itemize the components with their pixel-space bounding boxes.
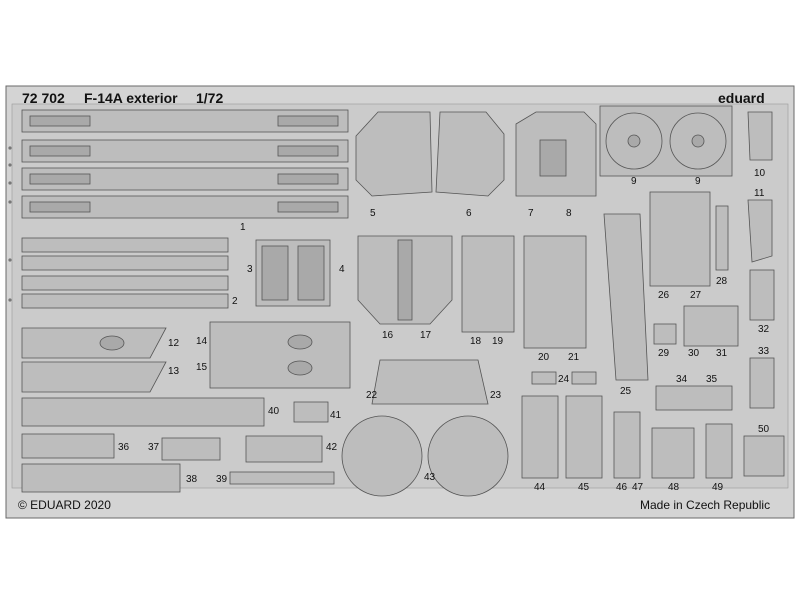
part-32-33: [749, 269, 775, 409]
part-number: 21: [568, 352, 580, 363]
part-40-strip: [21, 397, 265, 427]
part-12-13: [21, 327, 167, 393]
part-number: 34: [676, 374, 688, 385]
part-43-discs: [341, 415, 509, 497]
part-44-45: [521, 395, 603, 479]
part-18-19: [461, 235, 515, 333]
part-number: 13: [168, 366, 180, 377]
part-number: 28: [716, 276, 728, 287]
part-number: 4: [339, 264, 345, 275]
part-number: 42: [326, 442, 338, 453]
part-number: 10: [754, 168, 766, 179]
part-46-50: [613, 411, 785, 479]
part-number: 35: [706, 374, 718, 385]
part-number: 9: [695, 176, 701, 187]
part-number: 22: [366, 390, 378, 401]
part-number: 24: [558, 374, 570, 385]
part-number: 20: [538, 352, 550, 363]
part-number: 3: [247, 264, 253, 275]
copyright-text: © EDUARD 2020: [18, 498, 111, 512]
part-number: 18: [470, 336, 482, 347]
part-number: 33: [758, 346, 770, 357]
part-number: 29: [658, 348, 670, 359]
part-number: 32: [758, 324, 770, 335]
part-number: 36: [118, 442, 130, 453]
part-number: 37: [148, 442, 160, 453]
part-number: 38: [186, 474, 198, 485]
fret-code: 72 702: [22, 90, 65, 106]
part-number: 40: [268, 406, 280, 417]
fret-title: F-14A exterior: [84, 90, 178, 106]
brand-logo: eduard: [718, 90, 765, 106]
part-16-17: [357, 235, 453, 325]
part-number: 8: [566, 208, 572, 219]
part-7-8: [515, 111, 597, 197]
part-29-30-31: [653, 305, 739, 347]
origin-text: Made in Czech Republic: [640, 498, 771, 512]
part-36-42: [21, 433, 335, 493]
part-number: 39: [216, 474, 228, 485]
part-number: 25: [620, 386, 632, 397]
part-number: 41: [330, 410, 342, 421]
part-22-23: [371, 359, 489, 405]
part-number: 7: [528, 208, 534, 219]
part-number: 19: [492, 336, 504, 347]
part-24: [531, 371, 597, 385]
part-5-6: [355, 111, 505, 197]
part-number: 31: [716, 348, 728, 359]
part-number: 12: [168, 338, 180, 349]
part-number: 47: [632, 482, 644, 493]
part-number: 49: [712, 482, 724, 493]
part-number: 5: [370, 208, 376, 219]
part-1-strips: [21, 109, 349, 219]
part-3-4: [255, 239, 331, 307]
edge-dots-left: [8, 146, 12, 302]
part-20-21: [523, 235, 587, 349]
part-number: 1: [240, 222, 246, 233]
part-number: 46: [616, 482, 628, 493]
part-number: 16: [382, 330, 394, 341]
part-number: 23: [490, 390, 502, 401]
part-number: 27: [690, 290, 702, 301]
part-number: 17: [420, 330, 432, 341]
part-25: [603, 213, 649, 381]
part-10-11: [747, 111, 773, 263]
part-41: [293, 401, 329, 423]
fret-scale: 1/72: [196, 90, 224, 106]
part-number: 45: [578, 482, 590, 493]
part-26-27-28: [649, 191, 729, 287]
part-number: 48: [668, 482, 680, 493]
part-number: 44: [534, 482, 546, 493]
part-number: 11: [754, 188, 765, 199]
part-2-strips: [21, 237, 229, 309]
part-34-35: [655, 385, 733, 411]
part-number: 9: [631, 176, 637, 187]
part-number: 26: [658, 290, 670, 301]
part-number: 30: [688, 348, 700, 359]
part-9-discs: [599, 105, 733, 177]
part-number: 43: [424, 472, 436, 483]
part-number: 6: [466, 208, 472, 219]
part-number: 2: [232, 296, 238, 307]
part-number: 50: [758, 424, 770, 435]
part-number: 15: [196, 362, 208, 373]
part-number: 14: [196, 336, 208, 347]
part-14-15: [209, 321, 351, 389]
